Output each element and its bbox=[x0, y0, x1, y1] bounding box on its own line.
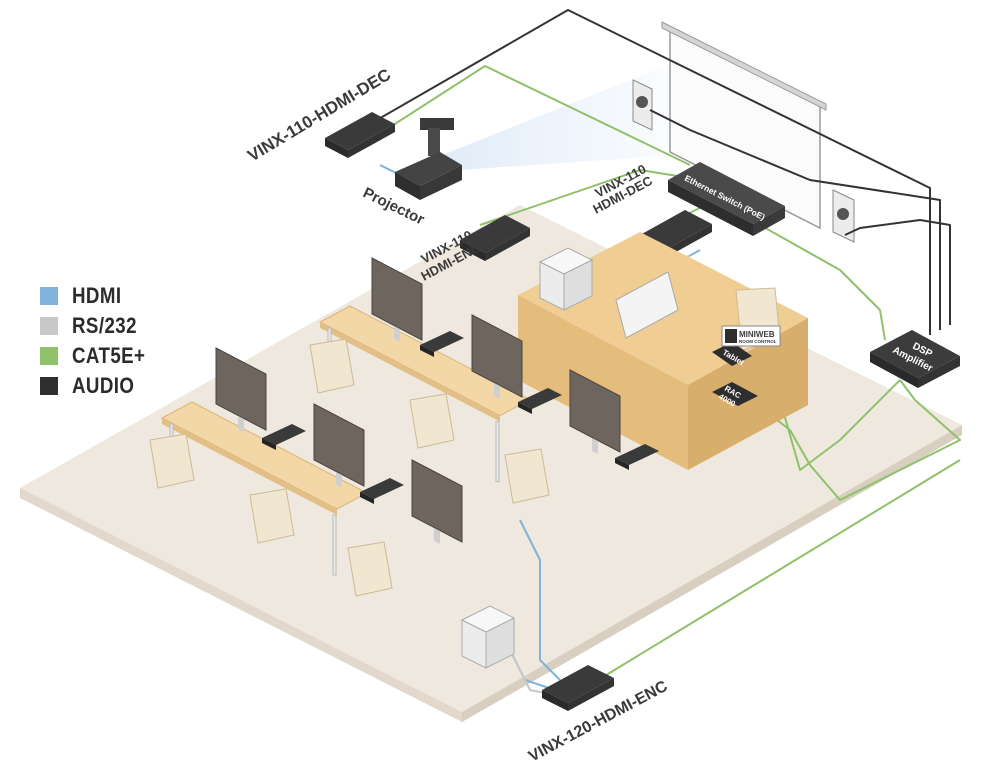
encoder-box bbox=[262, 424, 306, 445]
monitor bbox=[371, 257, 423, 341]
chair bbox=[149, 433, 195, 489]
audio-cable bbox=[844, 219, 951, 325]
legend-label: AUDIO bbox=[72, 373, 135, 398]
chair bbox=[347, 541, 393, 597]
legend-item-audio: AUDIO bbox=[40, 373, 158, 399]
desk-leg bbox=[332, 514, 337, 576]
cat5e-cable bbox=[597, 459, 961, 681]
miniweb-sub: ROOM CONTROL bbox=[739, 339, 777, 344]
encoder-bottom bbox=[542, 665, 614, 711]
monitor bbox=[313, 403, 365, 487]
audio-cable bbox=[649, 109, 941, 330]
monitor bbox=[215, 347, 267, 431]
legend-label: CAT5E+ bbox=[72, 343, 146, 368]
encoder-box bbox=[615, 444, 659, 465]
audio-cable bbox=[355, 9, 931, 335]
legend-item-cat5e: CAT5E+ bbox=[40, 343, 158, 369]
hdmi-cable bbox=[519, 519, 561, 681]
monitor bbox=[471, 314, 523, 398]
floor-edge bbox=[20, 488, 462, 722]
cat5e-cable bbox=[479, 169, 691, 226]
rac-4000 bbox=[712, 382, 758, 406]
monitor bbox=[411, 459, 463, 543]
cat5e-cable bbox=[744, 379, 961, 501]
monitor-stand bbox=[494, 383, 500, 399]
audio-swatch bbox=[40, 377, 58, 395]
projection-beam bbox=[430, 60, 680, 172]
monitor-stand bbox=[336, 472, 342, 488]
desk-edge bbox=[320, 322, 500, 422]
monitor-stand bbox=[394, 326, 400, 342]
encoder-box bbox=[420, 331, 464, 352]
encoder-box bbox=[518, 402, 532, 414]
cat5e-swatch bbox=[40, 347, 58, 365]
encoder-box bbox=[360, 478, 404, 499]
monitor-stand bbox=[434, 528, 440, 544]
chair bbox=[504, 448, 550, 504]
encoder-box bbox=[360, 492, 374, 504]
desk-leg bbox=[495, 421, 500, 483]
cat5e-cable bbox=[369, 65, 691, 166]
monitor bbox=[569, 369, 621, 453]
chair bbox=[409, 393, 455, 449]
speaker-right bbox=[832, 189, 855, 243]
tablet bbox=[712, 342, 752, 366]
encoder-box bbox=[420, 345, 434, 357]
desk-edge bbox=[162, 418, 337, 515]
monitor-stand bbox=[592, 438, 598, 454]
rs232-swatch bbox=[40, 317, 58, 335]
legend-item-hdmi: HDMI bbox=[40, 283, 158, 309]
miniweb-badge: MINIWEB ROOM CONTROL bbox=[721, 325, 781, 347]
chair bbox=[249, 488, 295, 544]
floor-edge bbox=[462, 425, 962, 722]
monitor-stand bbox=[238, 416, 244, 432]
legend-label: HDMI bbox=[72, 283, 122, 308]
speaker-left bbox=[632, 79, 653, 131]
student-desks bbox=[149, 257, 659, 597]
desktop-tower bbox=[538, 247, 594, 311]
encoder-box bbox=[262, 438, 276, 450]
ethernet-switch bbox=[668, 162, 785, 236]
desktop-tower bbox=[460, 605, 516, 669]
dsp-amplifier bbox=[870, 330, 960, 388]
encoder-mid bbox=[460, 215, 530, 261]
projector bbox=[395, 118, 462, 200]
legend-item-rs232: RS/232 bbox=[40, 313, 158, 339]
miniweb-label: MINIWEB bbox=[739, 330, 775, 339]
teacher-monitor bbox=[615, 271, 679, 339]
encoder-box bbox=[518, 388, 562, 409]
encoder-box bbox=[615, 458, 629, 470]
cat5e-cable bbox=[759, 224, 886, 341]
legend: HDMI RS/232 CAT5E+ AUDIO bbox=[40, 283, 158, 403]
decoder-top bbox=[325, 112, 395, 158]
hdmi-swatch bbox=[40, 287, 58, 305]
legend-label: RS/232 bbox=[72, 313, 137, 338]
chair bbox=[309, 338, 355, 394]
